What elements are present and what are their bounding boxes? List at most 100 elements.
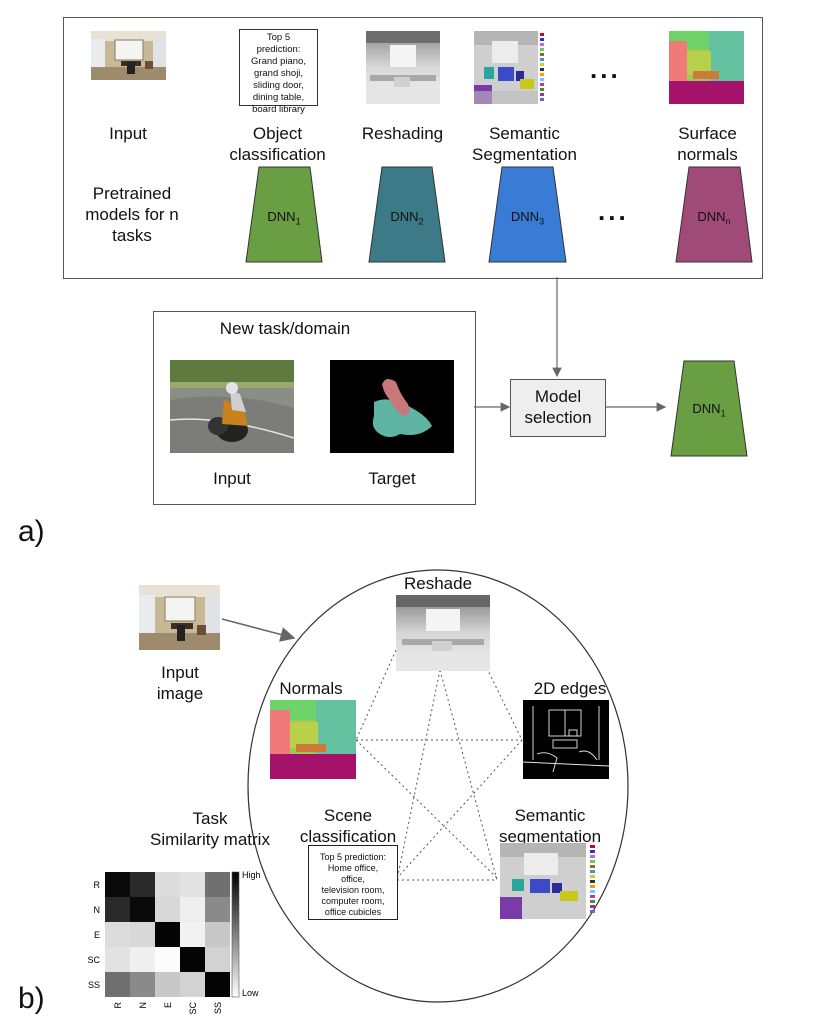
scene-prediction-line: computer room, — [321, 896, 385, 906]
matrix-col-label: SS — [213, 1002, 223, 1014]
dnn-text: DNN — [692, 401, 721, 416]
prediction-line: Grand piano, — [251, 56, 306, 67]
task-label-reshading: Reshading — [350, 123, 455, 144]
normals-image — [270, 700, 356, 779]
matrix-row-label: N — [94, 905, 101, 915]
task-label-line: Segmentation — [472, 145, 577, 164]
panel-a-marker: a) — [18, 515, 45, 548]
dnn-3-label: DNN3 — [489, 209, 566, 227]
input-image-label-line: image — [156, 684, 204, 703]
matrix-col-label: N — [138, 1002, 148, 1009]
task-space-ellipse — [247, 569, 629, 1003]
task-label-surface-normals: Surface normals — [655, 123, 760, 165]
scene-prediction-box: Top 5 prediction: Home office, office, t… — [308, 845, 398, 920]
normals-label: Normals — [279, 679, 343, 698]
prediction-line: sliding door, — [253, 80, 304, 91]
object-classification-prediction-box: Top 5 prediction: Grand piano, grand sho… — [239, 29, 318, 115]
dnn-1-trapezoid — [245, 166, 323, 263]
matrix-col-label: R — [113, 1002, 123, 1009]
task-label-object-classification: Object classification — [220, 123, 335, 165]
task-label-line: Surface — [678, 124, 737, 143]
edges-label: 2D edges — [533, 679, 607, 698]
task-label-line: Semantic — [489, 124, 560, 143]
new-task-target-label: Target — [368, 469, 416, 488]
input-image-label-line: Input — [161, 663, 199, 682]
dnn-subscript: 3 — [539, 216, 545, 227]
colorbar — [231, 871, 240, 998]
prediction-line: dining table, — [252, 92, 305, 103]
arrow-input-to-task-space — [221, 618, 296, 642]
matrix-row-labels: R N E SC SS — [87, 880, 100, 990]
prediction-line: board library — [252, 104, 305, 115]
model-selection-line: Model — [534, 387, 582, 406]
dnn-text: DNN — [390, 209, 419, 224]
dnn-text: DNN — [510, 209, 540, 224]
pretrained-label-line: tasks — [112, 226, 152, 245]
dnn-subscript: 1 — [295, 216, 301, 227]
matrix-title-line: Similarity matrix — [150, 830, 270, 849]
matrix-col-labels: R N E SC SS — [113, 1002, 223, 1015]
dnn-subscript: 1 — [720, 408, 726, 419]
colorbar-low-label: Low — [242, 988, 259, 998]
dnn-3-trapezoid — [488, 166, 567, 263]
semantic-segmentation-label: Semantic segmentation — [495, 805, 605, 847]
dnn-n-trapezoid — [675, 166, 753, 263]
new-task-title: New task/domain — [219, 319, 351, 338]
panel-a-arrows — [474, 277, 748, 457]
prediction-line: prediction: — [256, 44, 301, 55]
input-room-image — [91, 31, 166, 80]
matrix-row-label: SS — [88, 980, 100, 990]
reshading-output-image — [366, 31, 440, 104]
scene-label-line: Scene — [323, 806, 373, 825]
model-selection-box: Model selection — [510, 379, 606, 437]
tasks-ellipsis: ... — [590, 54, 621, 84]
matrix-title-line: Task — [192, 809, 228, 828]
edges-image — [523, 700, 609, 779]
pretrained-models-label: Pretrained models for n tasks — [76, 183, 188, 246]
input-image-label: Input image — [128, 662, 232, 704]
dnn-text: DNN — [267, 209, 296, 224]
motorcycle-input-image — [170, 360, 294, 453]
new-task-input-label: Input — [213, 469, 251, 488]
scene-prediction-line: office cubicles — [324, 907, 382, 917]
scene-label-line: classification — [299, 827, 397, 846]
dnn-ellipsis: ... — [598, 196, 629, 226]
panel-b-input-image — [139, 585, 220, 650]
reshade-label: Reshade — [403, 574, 473, 593]
surface-normals-output-image — [669, 31, 744, 104]
dnn-n-label: DNNn — [676, 209, 752, 227]
matrix-row-label: R — [94, 880, 101, 890]
semantic-segmentation-output-image — [474, 31, 550, 104]
similarity-matrix-title: Task Similarity matrix — [130, 808, 290, 850]
dnn-text: DNN — [697, 209, 726, 224]
task-label-line: Object — [252, 124, 303, 143]
semantic-segmentation-image — [500, 843, 604, 919]
dnn-2-trapezoid — [368, 166, 446, 263]
colorbar-high-label: High — [242, 870, 261, 880]
output-dnn-trapezoid — [670, 360, 748, 457]
scene-classification-label: Scene classification — [283, 805, 413, 847]
scene-prediction-line: television room, — [321, 885, 385, 895]
model-selection-line: selection — [524, 408, 592, 427]
matrix-col-label: E — [163, 1002, 173, 1008]
semantic-label-line: Semantic — [514, 806, 586, 825]
output-dnn-label: DNN1 — [671, 401, 747, 419]
pretrained-label-line: models for n — [85, 205, 179, 224]
dnn-trapezoid-row — [245, 166, 753, 263]
scene-prediction-line: Top 5 prediction: — [319, 852, 387, 862]
segmentation-target-image — [330, 360, 454, 453]
dnn-subscript: 2 — [418, 216, 424, 227]
dnn-2-label: DNN2 — [369, 209, 445, 227]
reshade-image — [396, 595, 490, 671]
task-label-semantic-segmentation: Semantic Segmentation — [462, 123, 587, 165]
panel-b-marker: b) — [18, 982, 45, 1015]
matrix-row-label: E — [94, 930, 100, 940]
prediction-line: Top 5 — [266, 32, 291, 43]
dnn-1-label: DNN1 — [246, 209, 322, 227]
similarity-matrix: R N E SC SS R N E SC SS High Low — [87, 870, 261, 1015]
task-affinity-edges — [355, 649, 523, 881]
matrix-row-label: SC — [87, 955, 100, 965]
matrix-col-label: SC — [188, 1002, 198, 1015]
semantic-label-line: segmentation — [498, 827, 602, 846]
